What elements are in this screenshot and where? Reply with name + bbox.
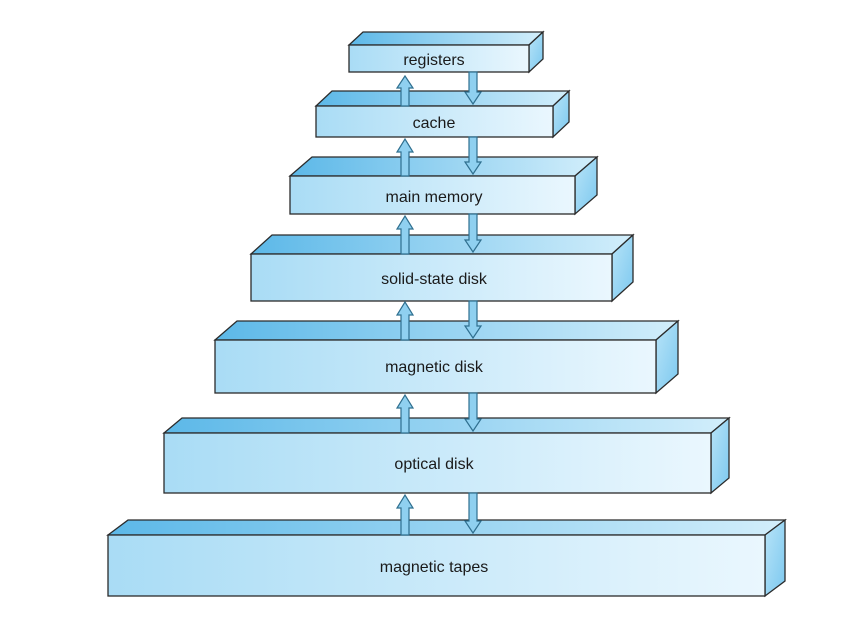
level-magnetic-tapes: magnetic tapes	[106, 518, 787, 598]
level-registers: registers	[347, 30, 545, 74]
up-arrow-icon	[395, 393, 415, 434]
box-front-face	[107, 534, 766, 597]
arrows-optical-disk-magnetic-tapes	[395, 492, 483, 536]
up-arrow-icon	[395, 493, 415, 536]
level-optical-disk: optical disk	[162, 416, 731, 495]
up-arrow-icon	[395, 74, 415, 107]
arrows-registers-cache	[395, 71, 483, 107]
level-label-main-memory: main memory	[386, 189, 483, 206]
box-front-face	[163, 432, 712, 494]
box-front-face	[315, 105, 554, 138]
level-label-magnetic-tapes: magnetic tapes	[380, 559, 489, 576]
box-front-face	[214, 339, 657, 394]
down-arrow-icon	[463, 392, 483, 433]
level-label-registers: registers	[403, 52, 464, 69]
level-label-optical-disk: optical disk	[394, 456, 474, 473]
down-arrow-icon	[463, 300, 483, 340]
up-arrow-icon	[395, 137, 415, 177]
level-cache: cache	[314, 89, 571, 139]
box-front-face	[250, 253, 613, 302]
box-top-face	[249, 234, 635, 255]
box-top-face	[288, 156, 599, 177]
arrows-cache-main-memory	[395, 136, 483, 177]
box-front-face	[289, 175, 576, 215]
down-arrow-icon	[463, 213, 483, 254]
arrows-magnetic-disk-optical-disk	[395, 392, 483, 434]
level-label-solid-state-disk: solid-state disk	[381, 271, 488, 288]
arrows-solid-state-disk-magnetic-disk	[395, 300, 483, 341]
level-label-magnetic-disk: magnetic disk	[385, 359, 484, 376]
level-main-memory: main memory	[288, 155, 599, 216]
up-arrow-icon	[395, 300, 415, 341]
down-arrow-icon	[463, 71, 483, 106]
box-top-face	[106, 519, 787, 536]
box-top-face	[314, 90, 571, 107]
down-arrow-icon	[463, 136, 483, 176]
box-front-face	[348, 44, 530, 73]
level-label-cache: cache	[413, 115, 456, 132]
box-top-face	[162, 417, 731, 434]
box-top-face	[347, 31, 545, 46]
up-arrow-icon	[395, 214, 415, 255]
down-arrow-icon	[463, 492, 483, 535]
box-top-face	[213, 320, 680, 341]
level-solid-state-disk: solid-state disk	[249, 233, 635, 303]
arrows-main-memory-solid-state-disk	[395, 213, 483, 255]
level-magnetic-disk: magnetic disk	[213, 319, 680, 395]
